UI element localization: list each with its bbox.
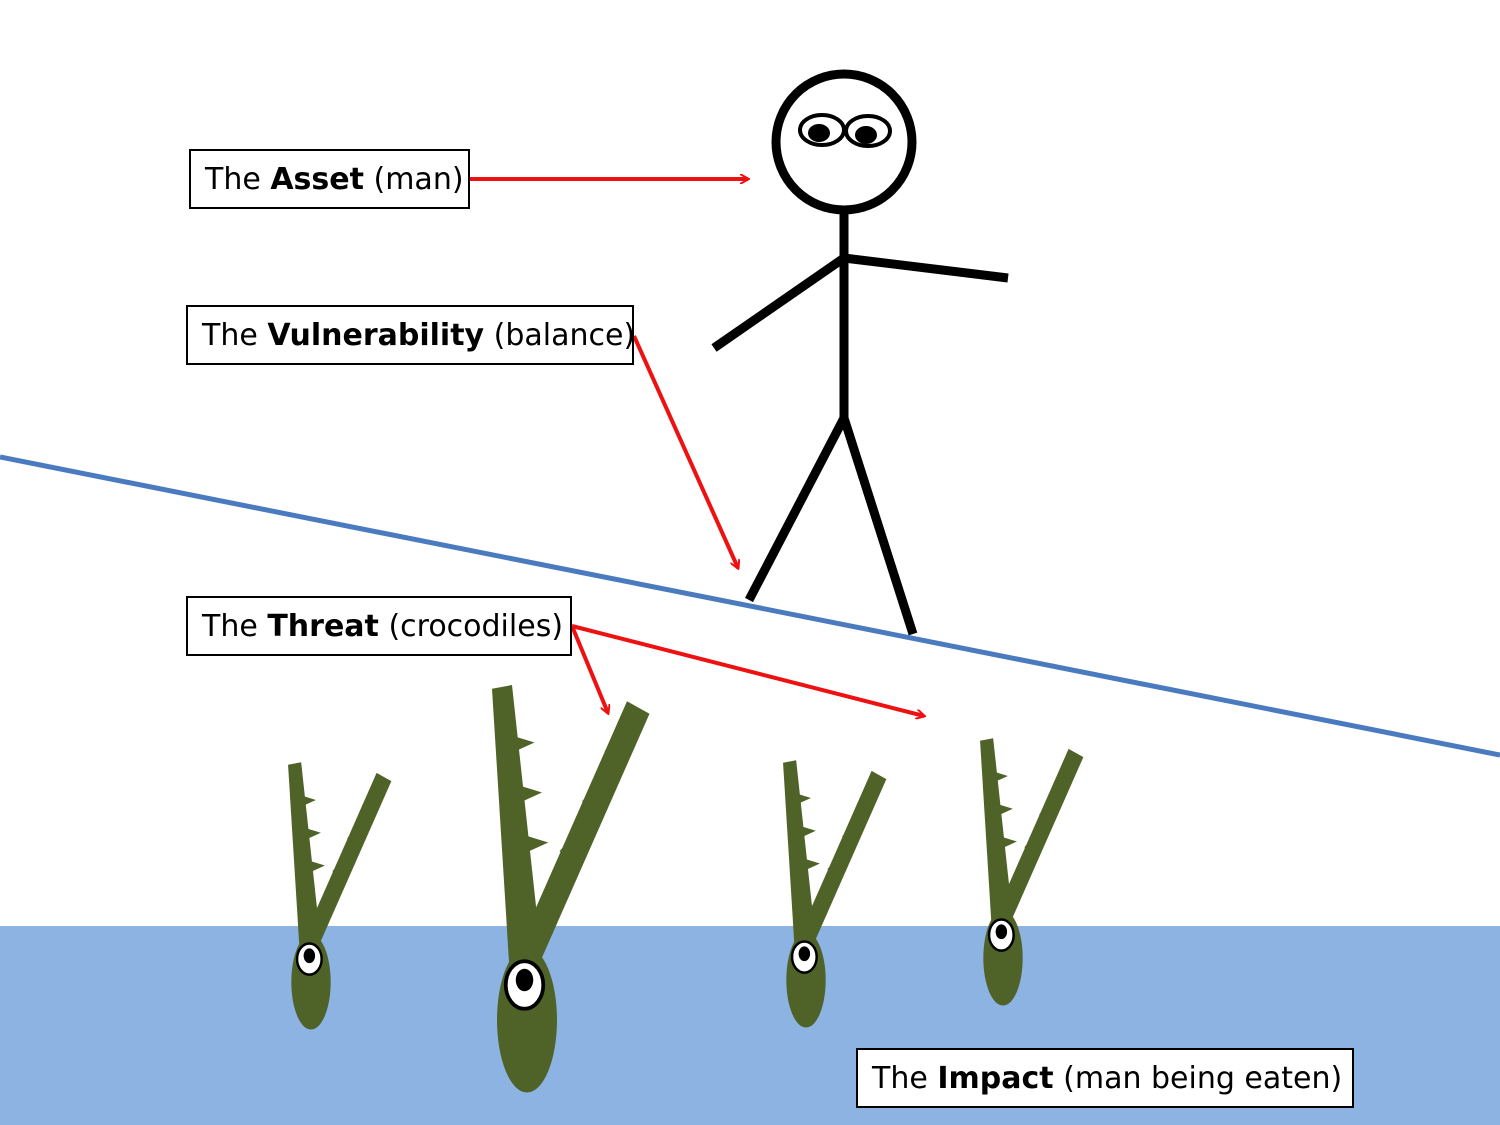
tightrope — [0, 454, 1500, 758]
stick-figure — [711, 69, 1009, 636]
figure-left-leg — [745, 415, 848, 603]
vulnerability-label: The Vulnerability (balance) — [186, 305, 635, 365]
impact-label: The Impact (man being eaten) — [856, 1048, 1354, 1108]
threat-arrow-long — [571, 624, 924, 716]
figure-right-arm — [843, 253, 1009, 283]
figure-head — [771, 69, 917, 215]
threat-arrow-short — [570, 625, 608, 713]
vulnerability-arrow — [632, 335, 738, 568]
threat-label: The Threat (crocodiles) — [186, 596, 572, 656]
figure-right-leg — [839, 416, 918, 636]
asset-label: The Asset (man) — [189, 149, 470, 209]
figure-left-arm — [711, 254, 847, 352]
arrows — [470, 179, 924, 716]
